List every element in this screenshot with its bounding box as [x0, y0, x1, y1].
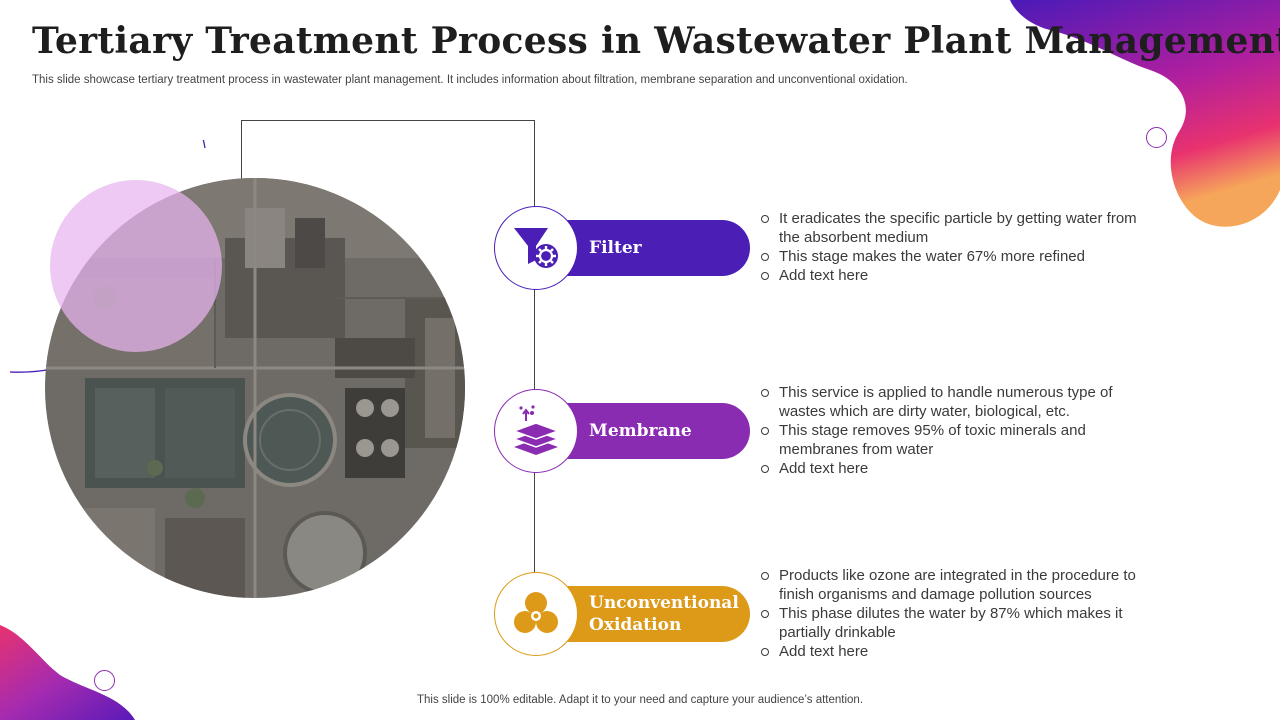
list-item: This service is applied to handle numero…	[760, 383, 1160, 421]
stage-filter: Filter	[494, 206, 754, 290]
list-item: It eradicates the specific particle by g…	[760, 209, 1160, 247]
stage-filter-bullets: It eradicates the specific particle by g…	[760, 209, 1160, 285]
decorative-ring	[94, 670, 115, 691]
connector-line	[534, 120, 535, 580]
slide-subtitle: This slide showcase tertiary treatment p…	[32, 74, 908, 86]
stage-membrane: Membrane	[494, 389, 754, 473]
list-item: Add text here	[760, 642, 1160, 661]
stage-oxidation: Unconventional Oxidation	[494, 572, 754, 656]
decorative-ring	[1146, 127, 1167, 148]
list-item: Add text here	[760, 266, 1160, 285]
list-item: Products like ozone are integrated in th…	[760, 566, 1160, 604]
list-item: Add text here	[760, 459, 1160, 478]
membrane-layers-icon	[501, 396, 571, 466]
decorative-gradient-blob-top-right	[1010, 0, 1280, 227]
connector-line	[241, 120, 535, 121]
decorative-gradient-blob-bottom-left	[0, 625, 135, 720]
biohazard-icon	[501, 579, 571, 649]
list-item: This phase dilutes the water by 87% whic…	[760, 604, 1160, 642]
connector-line	[241, 120, 242, 192]
slide-title: Tertiary Treatment Process in Wastewater…	[32, 20, 1280, 62]
slide-footer: This slide is 100% editable. Adapt it to…	[416, 694, 864, 706]
list-item: This stage makes the water 67% more refi…	[760, 247, 1160, 266]
stage-filter-icon-circle	[494, 206, 578, 290]
stage-oxidation-label-line1: Unconventional	[589, 592, 739, 613]
stage-membrane-bullets: This service is applied to handle numero…	[760, 383, 1160, 478]
funnel-gear-icon	[501, 213, 571, 283]
stage-oxidation-icon-circle	[494, 572, 578, 656]
list-item: This stage removes 95% of toxic minerals…	[760, 421, 1160, 459]
stage-membrane-icon-circle	[494, 389, 578, 473]
stage-membrane-label: Membrane	[589, 420, 692, 441]
stage-filter-label: Filter	[589, 237, 642, 258]
stage-oxidation-label-line2: Oxidation	[589, 615, 682, 635]
decorative-pink-circle	[50, 180, 222, 352]
stage-oxidation-bullets: Products like ozone are integrated in th…	[760, 566, 1160, 661]
